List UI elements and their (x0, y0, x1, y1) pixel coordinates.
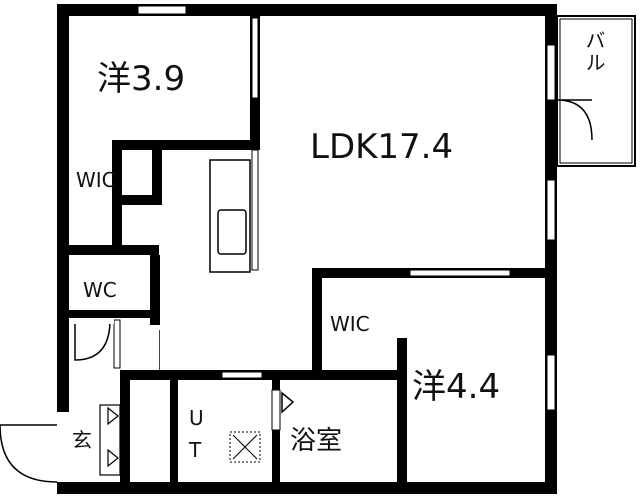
room-label-utility-u: U (189, 406, 204, 430)
room-label-bath: 浴室 (290, 426, 343, 456)
washer-pan (229, 431, 261, 463)
room-label-ldk: LDK17.4 (310, 127, 454, 167)
kitchen-counter (209, 159, 251, 273)
room-label-utility-t: T (189, 438, 202, 462)
room-label-wc: WC (83, 278, 117, 302)
room-label-wic1: WIC (76, 168, 116, 192)
windows (113, 5, 556, 431)
shoe-cabinet (99, 404, 121, 476)
balcony (556, 15, 636, 167)
room-label-western1: 洋3.9 (97, 59, 186, 99)
room-label-entrance: 玄 (72, 428, 92, 452)
door-openings (57, 318, 200, 482)
room-label-wic2: WIC (330, 312, 370, 336)
room-label-western2: 洋4.4 (412, 367, 501, 407)
room-label-balcony: バル (582, 30, 606, 74)
